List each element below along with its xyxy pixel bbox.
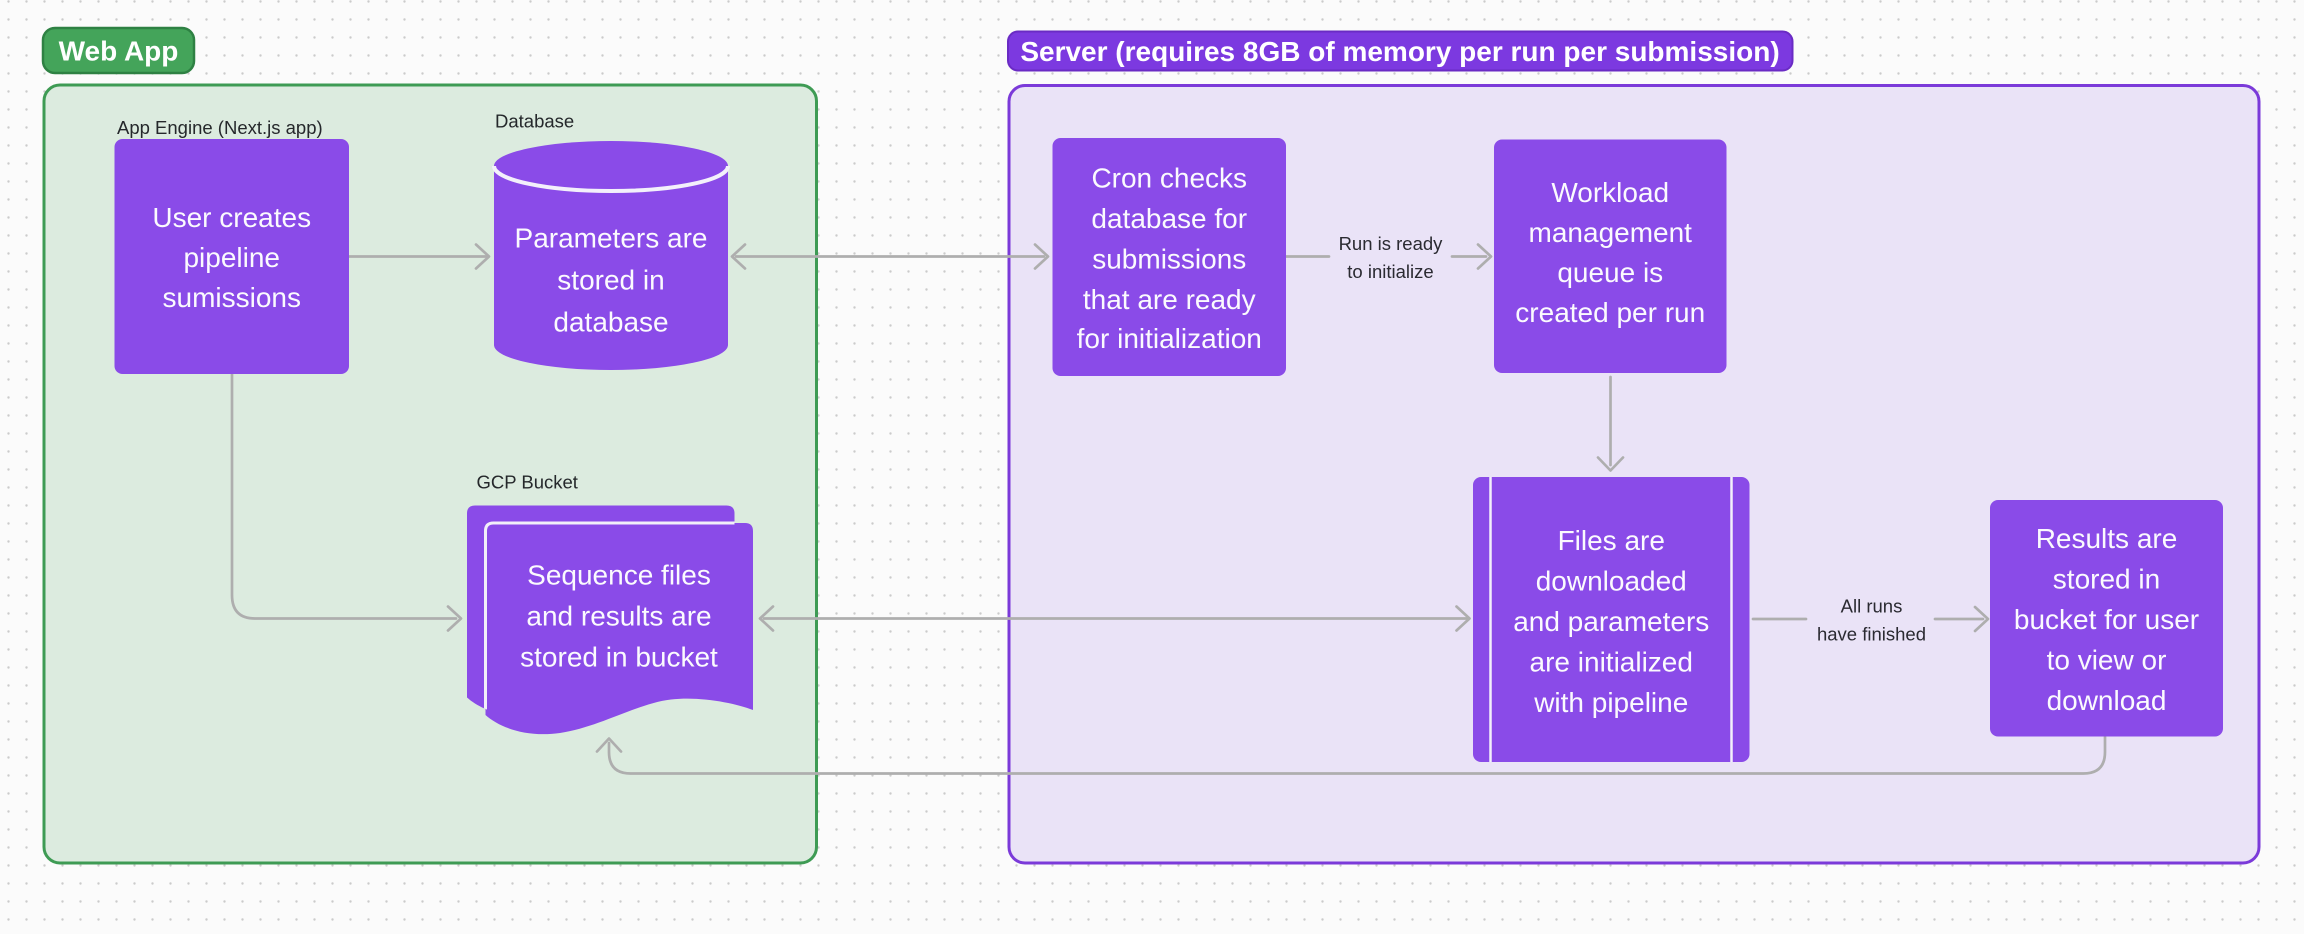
svg-text:that are ready: that are ready: [1083, 284, 1256, 315]
svg-text:Results are: Results are: [2036, 523, 2178, 554]
svg-text:Run is ready: Run is ready: [1339, 233, 1444, 254]
svg-text:stored in bucket: stored in bucket: [520, 642, 718, 673]
svg-text:for initialization: for initialization: [1077, 323, 1262, 354]
svg-text:downloaded: downloaded: [1536, 566, 1687, 597]
svg-text:management: management: [1529, 217, 1693, 248]
svg-text:Server (requires 8GB of memory: Server (requires 8GB of memory per run p…: [1020, 36, 1779, 67]
svg-text:stored in: stored in: [2053, 564, 2160, 595]
svg-text:App Engine (Next.js app): App Engine (Next.js app): [117, 117, 323, 138]
svg-text:Files are: Files are: [1558, 525, 1665, 556]
svg-text:sumissions: sumissions: [163, 282, 301, 313]
svg-text:to initialize: to initialize: [1347, 261, 1433, 282]
svg-text:have finished: have finished: [1817, 624, 1926, 645]
svg-text:GCP Bucket: GCP Bucket: [477, 472, 578, 493]
svg-text:All runs: All runs: [1841, 596, 1903, 617]
svg-text:database for: database for: [1091, 203, 1247, 234]
svg-text:Workload: Workload: [1551, 177, 1669, 208]
svg-text:Sequence files: Sequence files: [527, 560, 711, 591]
svg-text:stored in: stored in: [557, 265, 664, 296]
svg-text:Parameters are: Parameters are: [515, 223, 708, 254]
svg-text:submissions: submissions: [1092, 244, 1246, 275]
svg-text:database: database: [553, 307, 668, 338]
svg-text:queue is: queue is: [1557, 257, 1663, 288]
svg-text:to view or: to view or: [2047, 645, 2167, 676]
svg-text:Web App: Web App: [59, 36, 179, 67]
svg-text:with pipeline: with pipeline: [1533, 687, 1688, 718]
svg-text:pipeline: pipeline: [183, 242, 280, 273]
svg-text:Cron checks: Cron checks: [1091, 163, 1247, 194]
svg-text:and results are: and results are: [526, 601, 711, 632]
svg-text:are initialized: are initialized: [1530, 647, 1693, 678]
svg-text:download: download: [2047, 685, 2167, 716]
svg-text:and parameters: and parameters: [1513, 606, 1709, 637]
svg-text:User creates: User creates: [152, 202, 311, 233]
svg-text:created per run: created per run: [1515, 297, 1705, 328]
svg-text:bucket for user: bucket for user: [2014, 604, 2199, 635]
svg-text:Database: Database: [495, 111, 574, 132]
